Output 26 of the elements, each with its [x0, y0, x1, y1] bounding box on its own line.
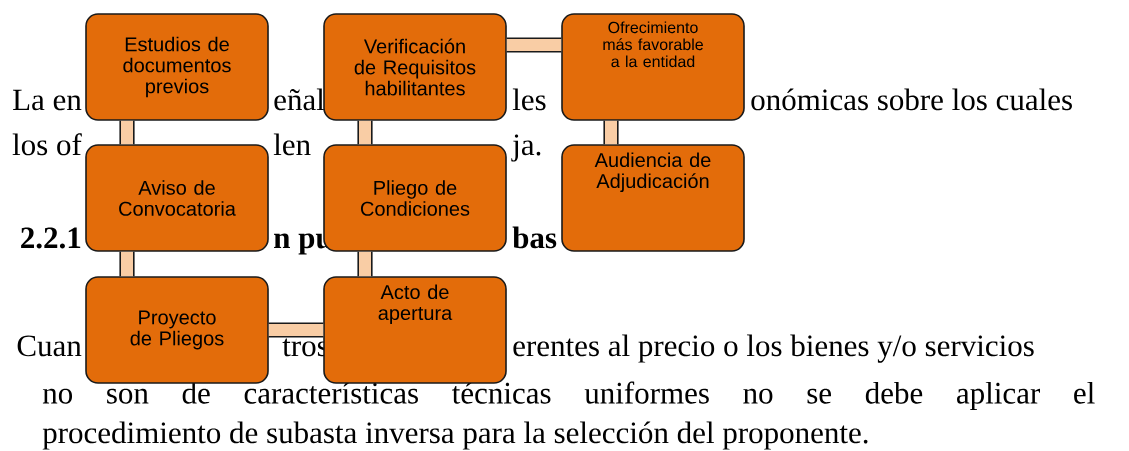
process-box: Audiencia de Adjudicación: [561, 144, 745, 252]
connector-bar: [119, 120, 135, 145]
body-text: La en: [13, 89, 82, 111]
body-text: len: [273, 133, 311, 156]
body-text: procedimiento de subasta inversa para la selección del proponente.: [42, 421, 868, 450]
connector-bar: [357, 251, 373, 277]
connector-bar: [506, 37, 562, 53]
connector-bar: [268, 322, 324, 338]
process-box: Proyecto de Pliegos: [85, 276, 269, 384]
process-box: Verificación de Requisitos habilitantes: [323, 13, 507, 121]
body-text: los of: [12, 133, 82, 156]
body-text: no son de características técnicas uniformes no se debe aplicar el: [42, 381, 1095, 410]
connector-bar: [357, 120, 373, 145]
process-box: Estudios de documentos previos: [85, 13, 269, 121]
body-text: les: [512, 88, 546, 111]
body-text: erentes al precio o los bienes y/o servicios: [513, 334, 1034, 363]
connector-bar: [603, 120, 619, 145]
body-text: ja.: [511, 134, 541, 162]
heading-text: 2.2.1: [21, 227, 81, 249]
body-text: onómicas sobre los cuales: [751, 88, 1072, 111]
process-box: Ofrecimiento más favorable a la entidad: [561, 13, 745, 121]
body-text: Cuan: [17, 335, 82, 357]
process-box: Acto de apertura: [323, 276, 507, 384]
process-box: Aviso de Convocatoria: [85, 144, 269, 252]
connector-bar: [119, 251, 135, 277]
heading-text: bas: [512, 226, 557, 249]
